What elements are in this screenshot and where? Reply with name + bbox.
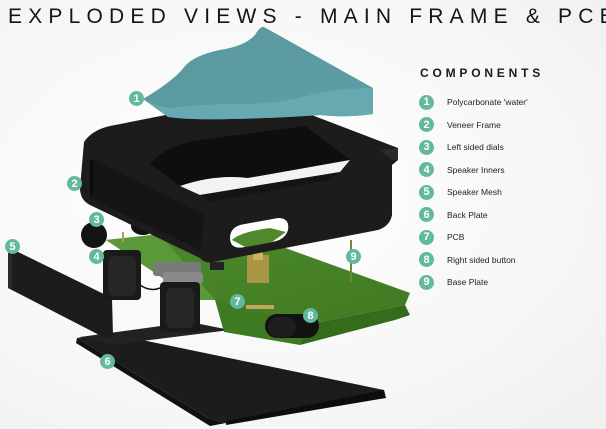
callout-9: 9 xyxy=(346,249,361,264)
number-badge: 8 xyxy=(419,252,434,268)
legend-label: Speaker Inners xyxy=(447,164,505,175)
veneer-frame xyxy=(80,96,398,263)
number-badge: 5 xyxy=(419,184,434,200)
legend-label: Base Plate xyxy=(447,277,489,288)
number-badge: 2 xyxy=(419,117,434,133)
number-badge: 7 xyxy=(419,229,434,245)
legend-label: Speaker Mesh xyxy=(447,187,502,198)
legend-label: Back Plate xyxy=(447,209,488,220)
number-badge: 4 xyxy=(419,162,434,178)
callout-3: 3 xyxy=(89,212,104,227)
legend-item: 2 Veneer Frame xyxy=(419,114,544,137)
back-plate xyxy=(76,322,386,426)
callout-1: 1 xyxy=(129,91,144,106)
page-title: EXPLODED VIEWS - MAIN FRAME & PCB xyxy=(8,5,606,28)
legend-item: 8 Right sided button xyxy=(419,249,544,272)
callout-4: 4 xyxy=(89,249,104,264)
components-legend: COMPONENTS 1 Polycarbonate 'water' 2 Ven… xyxy=(419,66,544,294)
legend-heading: COMPONENTS xyxy=(420,66,545,80)
legend-item: 4 Speaker Inners xyxy=(419,159,544,182)
legend-item: 7 PCB xyxy=(419,226,544,249)
legend-item: 6 Back Plate xyxy=(419,204,544,227)
legend-item: 9 Base Plate xyxy=(419,271,544,294)
callout-2: 2 xyxy=(67,176,82,191)
legend-label: Polycarbonate 'water' xyxy=(447,97,528,108)
number-badge: 1 xyxy=(419,94,434,110)
number-badge: 9 xyxy=(419,274,434,290)
legend-item: 3 Left sided dials xyxy=(419,136,544,159)
speaker-mesh xyxy=(8,250,113,339)
callout-7: 7 xyxy=(230,294,245,309)
legend-label: Right sided button xyxy=(447,254,516,265)
number-badge: 3 xyxy=(419,139,434,155)
callout-8: 8 xyxy=(303,308,318,323)
legend-label: PCB xyxy=(447,232,465,243)
number-badge: 6 xyxy=(419,207,434,223)
legend-label: Left sided dials xyxy=(447,142,504,153)
legend-label: Veneer Frame xyxy=(447,119,501,130)
polycarbonate-water xyxy=(143,26,373,120)
legend-item: 5 Speaker Mesh xyxy=(419,181,544,204)
callout-5: 5 xyxy=(5,239,20,254)
speaker-inners xyxy=(103,250,200,332)
callout-6: 6 xyxy=(100,354,115,369)
legend-item: 1 Polycarbonate 'water' xyxy=(419,91,544,114)
